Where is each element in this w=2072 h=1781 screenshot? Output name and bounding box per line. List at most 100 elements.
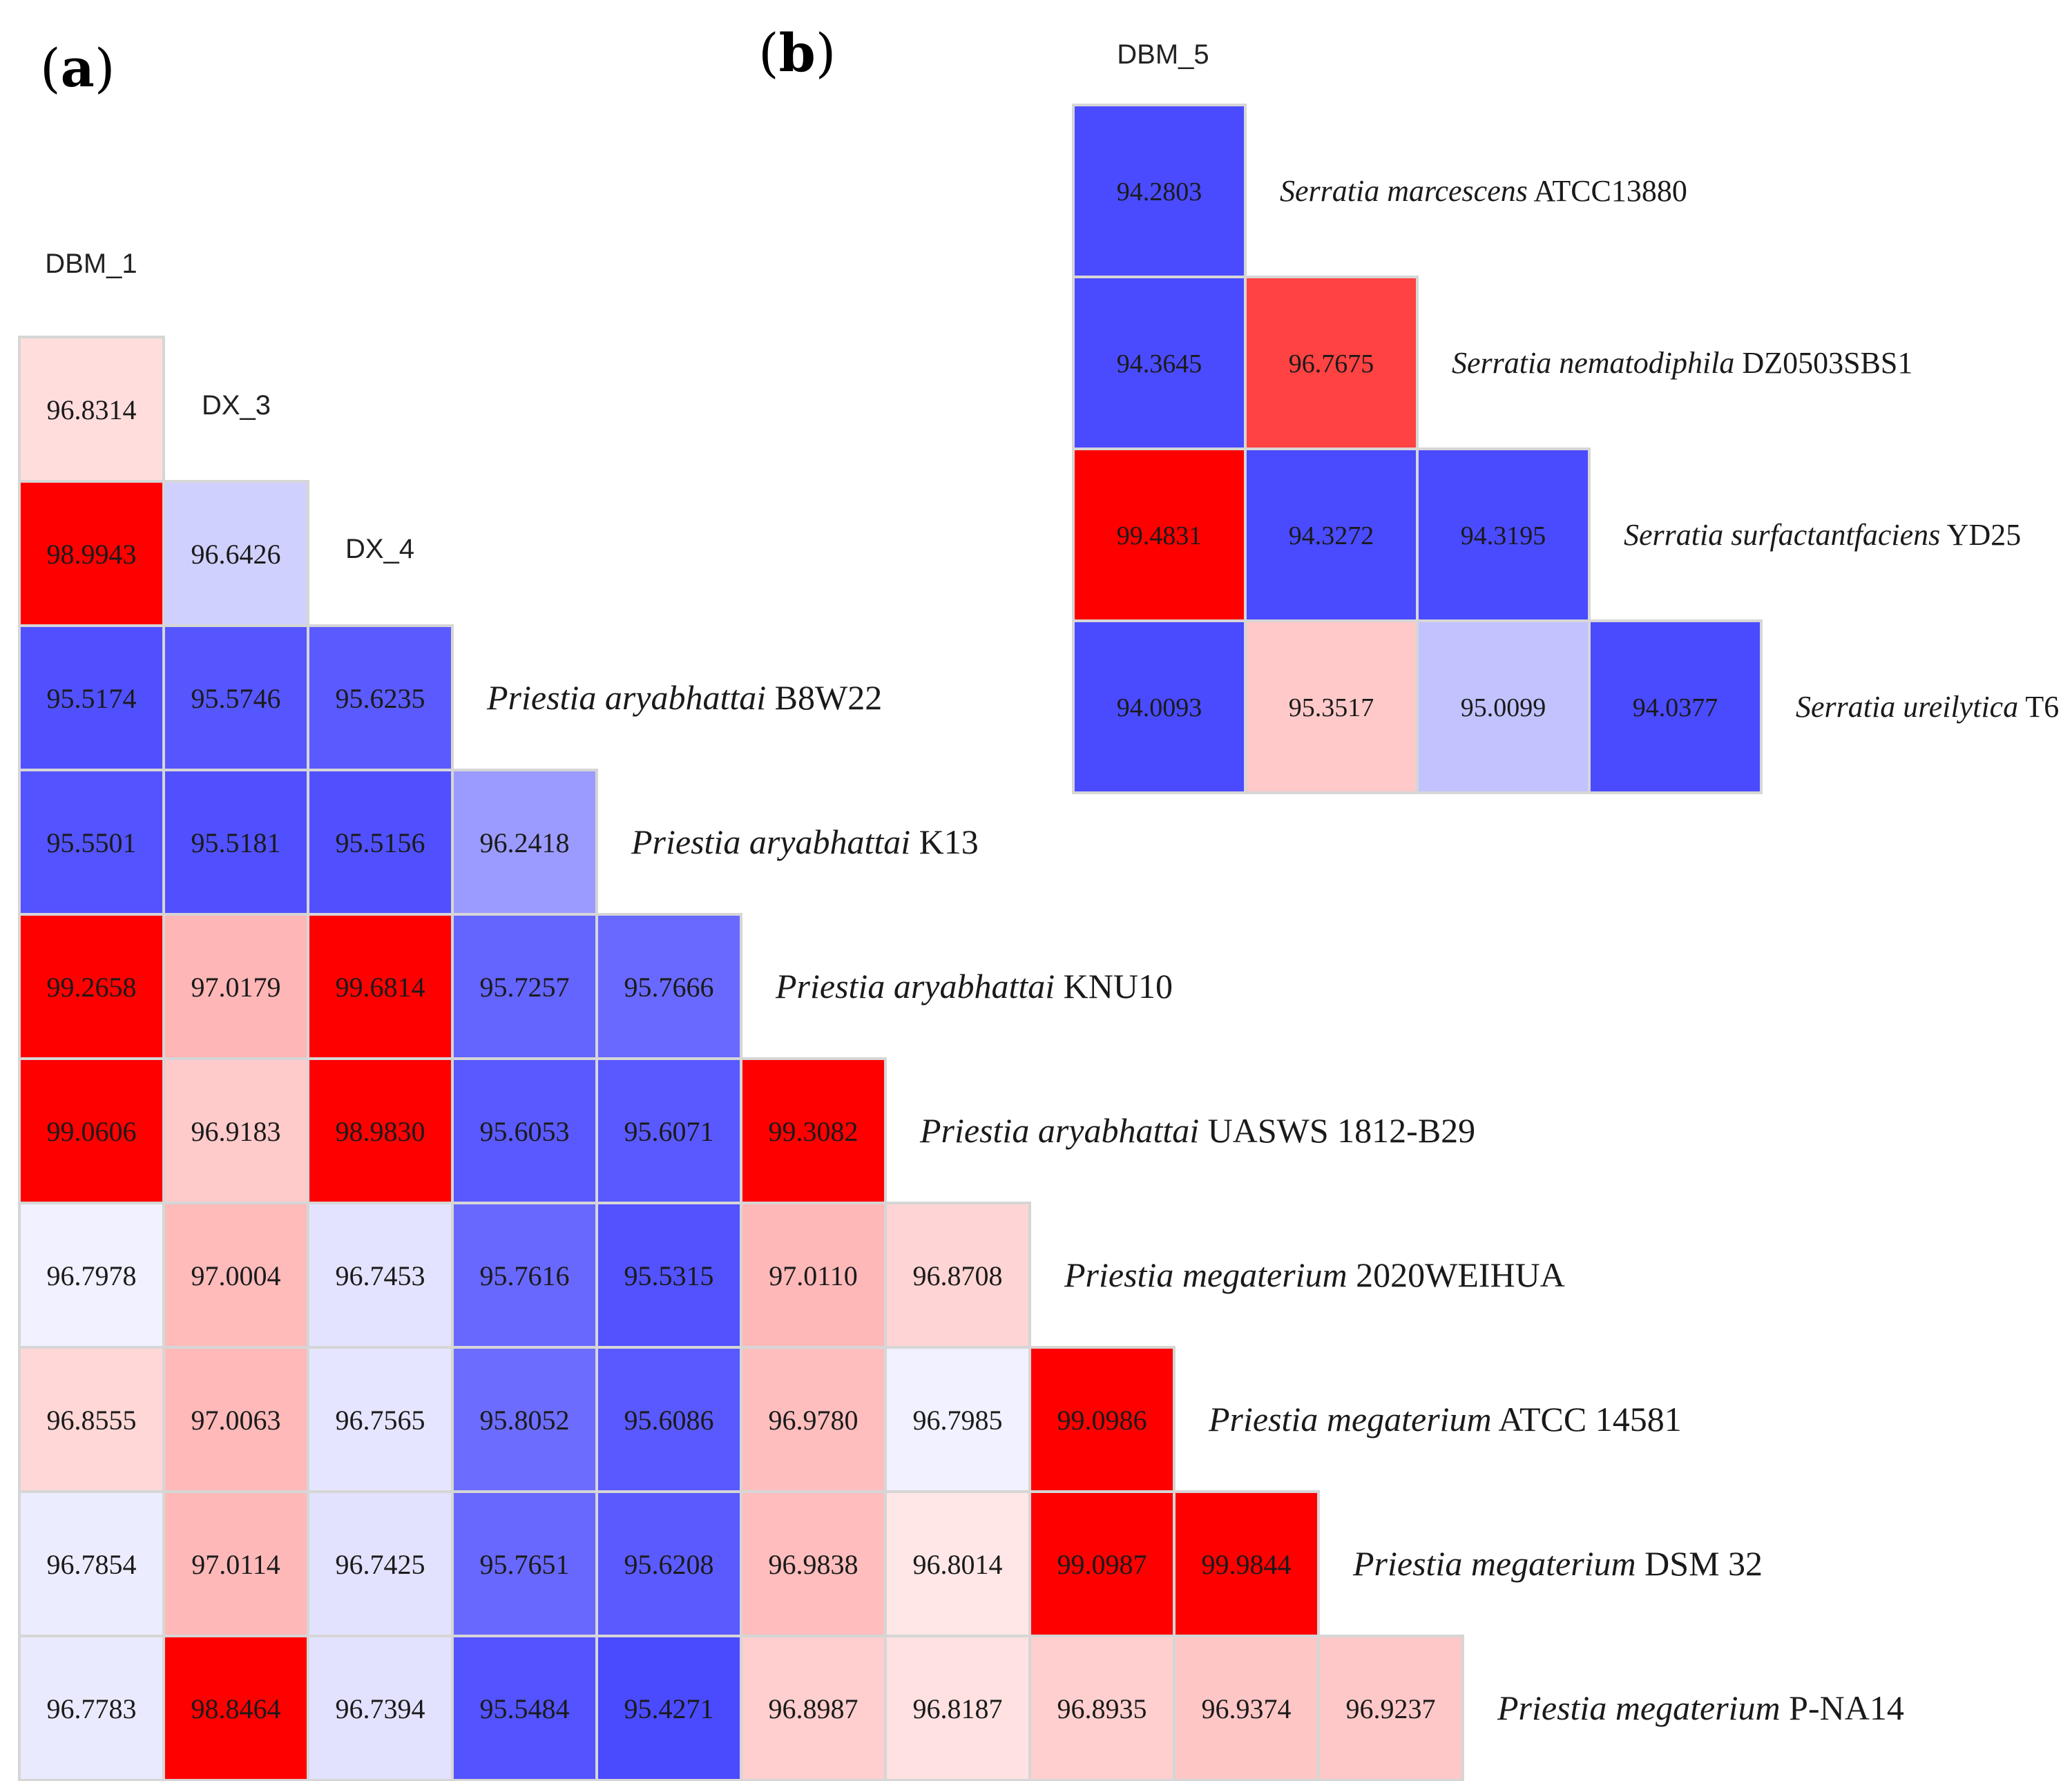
species-genus: Priestia megaterium xyxy=(1208,1400,1492,1438)
heatmap-cell xyxy=(162,1635,309,1781)
species-label: Serratia surfactantfaciens YD25 xyxy=(1624,518,2021,552)
heatmap-cell xyxy=(307,1346,454,1493)
heatmap-cell xyxy=(740,1490,887,1637)
cell-value-label: 96.2418 xyxy=(480,827,570,858)
cell-value-label: 95.7616 xyxy=(480,1260,570,1291)
heatmap-cell xyxy=(1416,619,1591,794)
panel-a-letter: a xyxy=(61,37,95,99)
species-strain: KNU10 xyxy=(1064,967,1173,1005)
cell-value-label: 96.7854 xyxy=(47,1549,137,1580)
heatmap-cell xyxy=(18,480,165,627)
cell-value-label: 95.5156 xyxy=(336,827,425,858)
column-header: DX_3 xyxy=(202,390,271,421)
heatmap-cell xyxy=(307,1635,454,1781)
cell-value-label: 95.6053 xyxy=(480,1116,570,1147)
species-strain: K13 xyxy=(919,822,979,861)
cell-value-label: 96.7565 xyxy=(336,1405,425,1436)
heatmap-cell xyxy=(595,1057,742,1204)
cell-value-label: 96.7453 xyxy=(336,1260,425,1291)
cell-value-label: 96.8187 xyxy=(913,1693,1003,1724)
panel-a-label: (a) xyxy=(40,37,115,99)
cell-value-label: 95.7651 xyxy=(480,1549,570,1580)
cell-value-label: 99.3082 xyxy=(769,1116,858,1147)
species-label: Serratia ureilytica T6 xyxy=(1796,690,2059,724)
heatmap-cell xyxy=(307,1490,454,1637)
cell-value-label: 97.0004 xyxy=(191,1260,281,1291)
species-strain: DZ0503SBS1 xyxy=(1742,346,1912,380)
cell-value-label: 96.7783 xyxy=(47,1693,137,1724)
species-label: Priestia aryabhattai KNU10 xyxy=(775,967,1173,1005)
species-genus: Serratia surfactantfaciens xyxy=(1624,518,1940,552)
cell-value-label: 98.8464 xyxy=(191,1693,281,1724)
heatmap-cell xyxy=(595,1635,742,1781)
heatmap-cell xyxy=(1028,1635,1176,1781)
cell-value-label: 96.8935 xyxy=(1057,1693,1147,1724)
heatmap-cell xyxy=(18,1346,165,1493)
heatmap-cell xyxy=(162,769,309,916)
species-strain: B8W22 xyxy=(775,678,883,717)
cell-value-label: 96.7394 xyxy=(336,1693,425,1724)
heatmap-cell xyxy=(451,1490,598,1637)
heatmap-cell xyxy=(1416,447,1591,622)
cell-value-label: 96.7985 xyxy=(913,1405,1003,1436)
species-genus: Priestia aryabhattai xyxy=(919,1111,1199,1150)
cell-value-label: 94.3195 xyxy=(1461,521,1546,550)
species-genus: Serratia marcescens xyxy=(1280,174,1528,208)
cell-value-label: 96.7978 xyxy=(47,1260,137,1291)
heatmap-cell xyxy=(740,1202,887,1349)
cell-value-label: 99.0987 xyxy=(1057,1549,1147,1580)
cell-value-label: 95.5746 xyxy=(191,683,281,714)
cell-value-label: 96.9838 xyxy=(769,1549,858,1580)
heatmap-cell xyxy=(18,336,165,483)
heatmap-cell xyxy=(162,480,309,627)
heatmap-cell xyxy=(451,1202,598,1349)
cell-value-label: 98.9830 xyxy=(336,1116,425,1147)
species-genus: Priestia aryabhattai xyxy=(486,678,766,717)
heatmap-cell xyxy=(1072,447,1247,622)
cell-value-label: 95.4271 xyxy=(624,1693,714,1724)
heatmap-cell xyxy=(451,913,598,1060)
column-header: DBM_1 xyxy=(45,249,137,279)
species-genus: Priestia megaterium xyxy=(1497,1688,1781,1727)
species-strain: DSM 32 xyxy=(1644,1544,1763,1583)
cell-value-label: 96.7675 xyxy=(1289,349,1374,378)
heatmap-cell xyxy=(884,1202,1031,1349)
column-header: DX_4 xyxy=(345,534,414,564)
species-genus: Priestia aryabhattai xyxy=(775,967,1055,1005)
cell-value-label: 96.8555 xyxy=(47,1405,137,1436)
species-genus: Priestia aryabhattai xyxy=(631,822,910,861)
heatmap-cell xyxy=(1173,1490,1320,1637)
cell-value-label: 94.2803 xyxy=(1117,177,1202,206)
heatmap-cell xyxy=(740,1057,887,1204)
species-strain: YD25 xyxy=(1947,518,2022,552)
species-genus: Priestia megaterium xyxy=(1064,1255,1347,1294)
heatmap-cell xyxy=(162,1202,309,1349)
species-label: Serratia nematodiphila DZ0503SBS1 xyxy=(1452,346,1912,380)
heatmap-cell xyxy=(451,769,598,916)
cell-value-label: 95.7666 xyxy=(624,972,714,1003)
cell-value-label: 96.6426 xyxy=(191,539,281,570)
species-label: Priestia aryabhattai B8W22 xyxy=(486,678,882,717)
species-label: Priestia megaterium DSM 32 xyxy=(1352,1544,1763,1583)
cell-value-label: 97.0110 xyxy=(769,1260,858,1291)
species-label: Priestia aryabhattai K13 xyxy=(631,822,979,861)
heatmap-cell xyxy=(1173,1635,1320,1781)
heatmap-cell xyxy=(307,1057,454,1204)
panel-b-letter: b xyxy=(779,22,816,84)
cell-value-label: 95.5315 xyxy=(624,1260,714,1291)
cell-value-label: 96.8014 xyxy=(913,1549,1003,1580)
cell-value-label: 97.0063 xyxy=(191,1405,281,1436)
cell-value-label: 95.6235 xyxy=(336,683,425,714)
panel-b-label: (b) xyxy=(758,22,836,84)
cell-value-label: 96.9237 xyxy=(1346,1693,1436,1724)
cell-value-label: 95.5181 xyxy=(191,827,281,858)
species-label: Priestia megaterium ATCC 14581 xyxy=(1208,1400,1682,1438)
cell-value-label: 96.8708 xyxy=(913,1260,1003,1291)
cell-value-label: 96.9183 xyxy=(191,1116,281,1147)
cell-value-label: 95.6071 xyxy=(624,1116,714,1147)
heatmap-cell xyxy=(1588,619,1763,794)
heatmap-cell xyxy=(1072,619,1247,794)
cell-value-label: 94.3645 xyxy=(1117,349,1202,378)
heatmap-cell xyxy=(18,1635,165,1781)
cell-value-label: 99.4831 xyxy=(1117,521,1202,550)
